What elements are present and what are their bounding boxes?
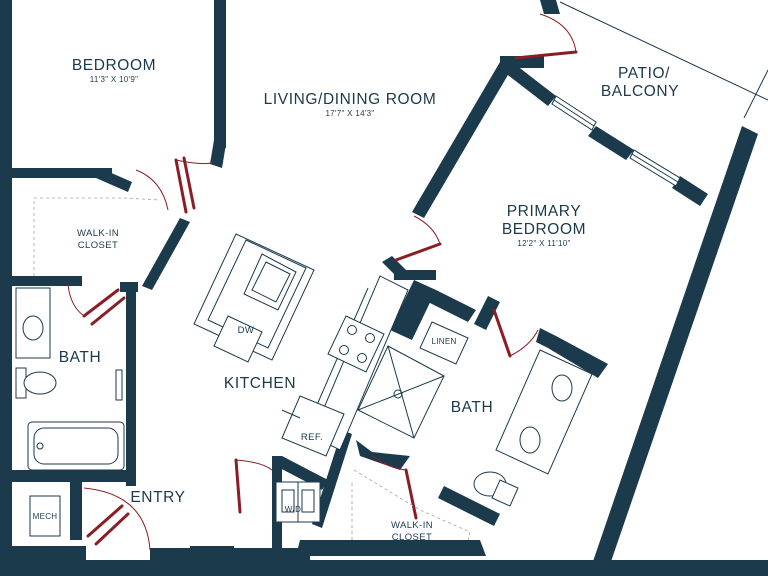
closet-shelves <box>33 197 471 541</box>
refrigerator <box>281 395 345 457</box>
label-bedroom: BEDROOM <box>72 57 156 74</box>
dishwasher <box>213 315 263 363</box>
wall-patio-right <box>672 176 708 206</box>
wall-linen-right <box>428 290 476 322</box>
label-linen: LINEN <box>431 337 456 346</box>
label-entry: ENTRY <box>130 489 185 506</box>
bath2-fixtures <box>357 321 593 507</box>
label-mech: MECH <box>33 512 58 521</box>
label-dw: DW <box>238 325 255 336</box>
wall-primary-left <box>412 62 512 218</box>
kitchen-fixtures <box>193 233 409 457</box>
wall-bath1-bottom <box>12 470 136 482</box>
wall-bottom <box>0 560 768 576</box>
door-bath1 <box>82 288 120 318</box>
wall-bath1-top <box>12 276 82 286</box>
dims-living: 17'7" X 14'3" <box>325 109 374 118</box>
bath1-toilet <box>23 371 57 395</box>
label-patio-line2: BALCONY <box>601 83 679 100</box>
wall-closet2-top <box>438 486 500 526</box>
label-primary-line1: PRIMARY <box>507 203 582 220</box>
wall-bath2-door-jamb <box>474 296 500 330</box>
wall-shower-top <box>390 280 436 340</box>
wall-bedroom-right <box>214 0 226 148</box>
wall-bedroom-corner <box>210 140 226 168</box>
wall-patio-corner <box>540 0 560 14</box>
label-walkin2-line2: CLOSET <box>392 532 432 543</box>
door-wd <box>234 458 242 514</box>
label-walkin1-line2: CLOSET <box>78 240 118 251</box>
door-primary <box>394 242 442 262</box>
wall-bath1-right <box>126 286 136 486</box>
utility-fixtures <box>29 481 321 537</box>
bath1-tub <box>27 421 125 471</box>
label-kitchen: KITCHEN <box>224 375 296 392</box>
label-bath2: BATH <box>451 399 494 416</box>
dims-primary: 12'2" X 11'10" <box>517 239 570 248</box>
doors <box>67 13 578 551</box>
bath1-sink <box>22 315 44 341</box>
door-entry <box>86 504 124 538</box>
label-primary-line2: BEDROOM <box>502 221 586 238</box>
wall-left <box>0 0 12 576</box>
dims-bedroom: 11'3" X 10'9" <box>90 75 139 84</box>
door-closet2 <box>404 468 418 520</box>
label-bath1: BATH <box>59 349 102 366</box>
wall-shower-bottom <box>356 440 410 470</box>
wall-patio-left <box>504 62 556 106</box>
stove <box>327 315 385 373</box>
bath2-vanity <box>495 349 593 475</box>
label-wd: W/D <box>285 505 301 514</box>
wall-linen-top <box>394 270 436 280</box>
wall-bedroom-bottom-slant <box>96 168 132 192</box>
windows <box>551 1 768 187</box>
wall-kitchen-lower <box>312 430 352 528</box>
label-ref: REF. <box>301 432 323 443</box>
wall-bedroom-bottom <box>12 168 112 178</box>
wall-entry-threshold <box>190 546 234 552</box>
bath2-sink-lower <box>519 426 541 454</box>
door-bath2 <box>492 308 512 358</box>
island-sink <box>243 253 297 311</box>
linen-closet <box>419 321 469 365</box>
wall-mech-right <box>70 482 82 540</box>
label-walkin2-line1: WALK-IN <box>391 520 433 531</box>
bath2-sink-upper <box>551 374 573 402</box>
label-walkin1-line1: WALK-IN <box>77 228 119 239</box>
wall-patio-mid <box>588 126 634 160</box>
bath1-fixtures <box>15 287 125 471</box>
bath1-vanity <box>15 287 51 359</box>
wall-closet-right <box>142 218 190 290</box>
wall-bath2-right <box>536 328 608 378</box>
door-bedroom <box>174 158 188 214</box>
mech-unit <box>29 495 61 537</box>
label-patio-line1: PATIO/ <box>618 65 670 82</box>
wall-closet2-bottom <box>296 540 486 556</box>
door-patio <box>514 50 578 60</box>
label-living: LIVING/DINING ROOM <box>264 91 437 108</box>
wall-exterior-diagonal <box>588 126 758 576</box>
labels: BEDROOM 11'3" X 10'9" LIVING/DINING ROOM… <box>33 57 679 543</box>
